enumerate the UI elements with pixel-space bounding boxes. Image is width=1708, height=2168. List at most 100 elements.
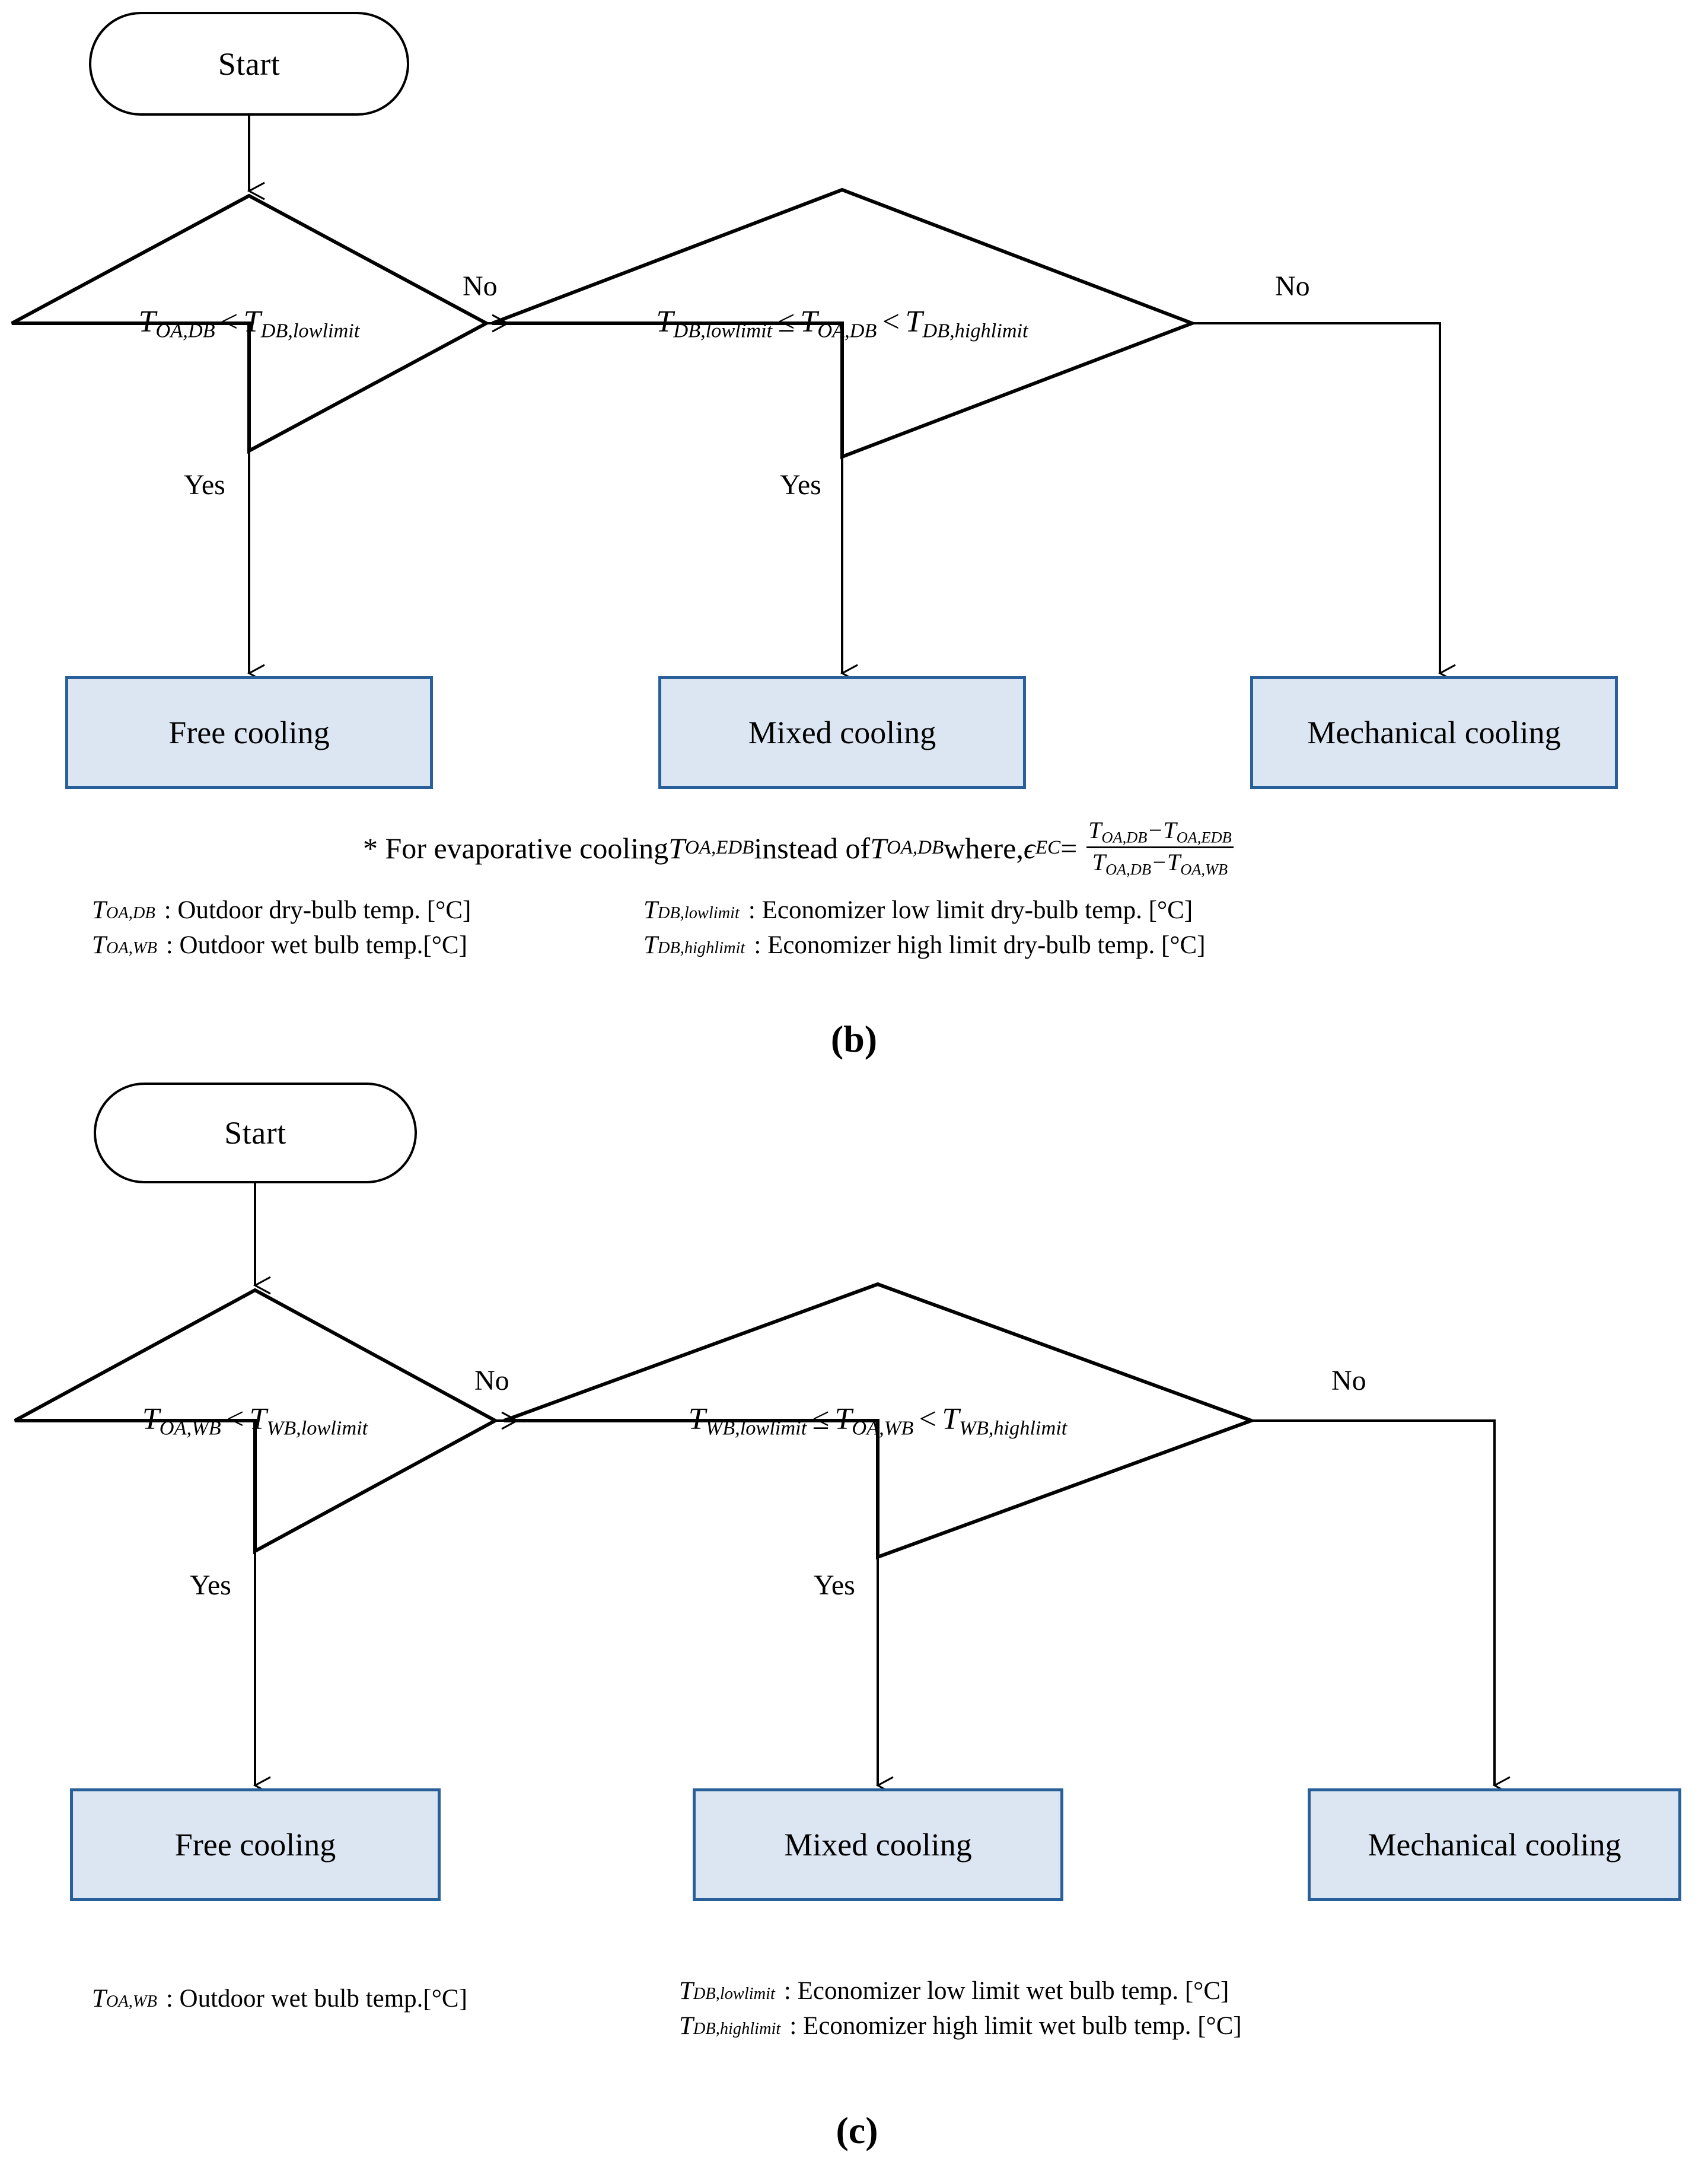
edge-label-no-3: No [474,1365,509,1396]
legend-symbol-sub: DB,highlimit [693,2020,781,2038]
decision-label-dry-bulb-range: TDB,lowlimit≤TOA,DB<TDB,highlimit [563,303,1121,344]
decision1-mid-sub: DB,lowlimit [260,319,360,342]
process-label: Free cooling [174,1827,336,1863]
frac-num-a: T [1088,817,1102,844]
decision2-lhs-sub: DB,lowlimit [673,319,773,342]
process-label: Free cooling [168,715,330,750]
legend-symbol-sub: OA,DB [106,904,155,922]
decision2-mid-sub: OA,DB [817,319,877,342]
legend-symbol-sub: OA,WB [106,939,157,957]
decision1-lhs: T [138,304,156,339]
decision3-lhs-sub: OA,WB [159,1416,221,1440]
legend-symbol: T [643,896,658,924]
decision2-rhs-sub: DB,highlimit [922,319,1028,342]
panel-caption-b: (b) [830,1018,878,1060]
frac-num-b-sub: OA,EDB [1176,828,1232,846]
process-box-mechanical-cooling-b: Mechanical cooling [1250,676,1618,789]
legend-symbol: T [92,896,106,924]
note-equals: = [1060,831,1078,865]
decision1-op: < [220,304,238,339]
legend-symbol-sub: DB,lowlimit [657,904,740,922]
decision3-lhs: T [142,1402,160,1436]
edge-label-no-4: No [1331,1365,1366,1396]
edge-label-no-1: No [463,270,498,302]
process-box-mechanical-cooling-c: Mechanical cooling [1308,1788,1681,1901]
decision3-op: < [226,1402,244,1436]
legend-description: : Economizer high limit wet bulb temp. [… [789,2012,1242,2040]
legend-description: : Economizer high limit dry-bulb temp. [… [754,931,1206,959]
decision4-op2: < [919,1402,936,1436]
note-sym2: T [870,831,887,865]
legend-symbol: T [92,1985,106,2013]
legend-symbol-sub: OA,WB [106,1992,157,2011]
process-label: Mixed cooling [748,715,936,750]
note-sym1-sub: OA,EDB [684,837,754,859]
frac-den-minus: − [1151,848,1167,876]
decision3-mid: T [249,1402,267,1436]
note-sym2-sub: OA,DB [886,837,944,859]
process-label: Mixed cooling [784,1827,972,1863]
edge-label-yes-4: Yes [814,1570,855,1601]
decision4-rhs: T [942,1402,960,1436]
frac-den-a: T [1092,848,1105,876]
frac-num-a-sub: OA,DB [1101,828,1148,846]
decision4-lhs-sub: WB,lowlimit [705,1416,807,1440]
process-box-mixed-cooling-b: Mixed cooling [658,676,1026,789]
decision4-mid-sub: OA,WB [852,1416,914,1440]
legend-description: : Economizer low limit dry-bulb temp. [°… [748,896,1193,924]
process-box-free-cooling-b: Free cooling [65,676,433,789]
legend-symbol-sub: DB,lowlimit [693,1985,775,2003]
edge-label-yes-3: Yes [190,1570,231,1601]
process-label: Mechanical cooling [1307,715,1561,750]
frac-den-b-sub: OA,WB [1180,859,1228,878]
legend-symbol-sub: DB,highlimit [657,939,745,957]
legend-description: : Outdoor wet bulb temp.[°C] [165,1985,467,2013]
legend-symbol: T [679,2012,693,2040]
decision2-op1: ≤ [777,304,795,339]
decision-label-dry-bulb-low-limit: TOA,DB<TDB,lowlimit [71,303,427,344]
decision2-mid: T [800,304,818,339]
edge-label-yes-1: Yes [184,469,225,501]
edge-label-yes-2: Yes [780,469,821,501]
frac-den-a-sub: OA,DB [1105,859,1151,878]
decision2-lhs: T [656,304,674,339]
frac-den-b: T [1167,848,1181,876]
edge-label-no-2: No [1275,270,1310,302]
note-suffix: where, [944,831,1024,865]
decision4-mid: T [834,1402,852,1436]
legend-description: : Outdoor dry-bulb temp. [°C] [164,896,471,924]
decision1-mid: T [243,304,261,339]
note-middle: instead of [754,831,871,865]
decision-label-wet-bulb-low-limit: TOA,WB<TWB,lowlimit [74,1400,436,1441]
decision4-rhs-sub: WB,highlimit [959,1416,1068,1440]
process-box-mixed-cooling-c: Mixed cooling [693,1788,1063,1901]
note-epsilon: ϵ [1023,831,1035,865]
decision-label-wet-bulb-range: TWB,lowlimit≤TOA,WB<TWB,highlimit [581,1400,1174,1441]
start-label: Start [218,46,281,82]
start-terminator-c: Start [94,1083,417,1183]
decision4-op1: ≤ [812,1402,830,1436]
decision1-lhs-sub: OA,DB [155,319,215,342]
legend-description: : Economizer low limit wet bulb temp. [°… [783,1977,1229,2005]
panel-caption-c: (c) [836,2109,878,2151]
frac-num-minus: − [1147,817,1164,844]
decision4-lhs: T [688,1402,706,1436]
legend-description: : Outdoor wet bulb temp.[°C] [165,931,467,959]
start-terminator-b: Start [89,12,409,116]
process-box-free-cooling-c: Free cooling [70,1788,441,1901]
note-sym1: T [668,831,685,865]
